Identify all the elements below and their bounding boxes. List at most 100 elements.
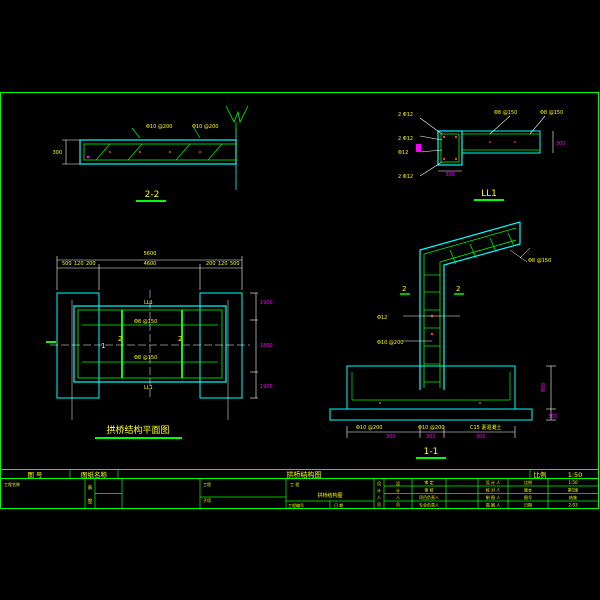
beam-section-outline bbox=[437, 130, 463, 166]
meta-column-c: 比例 版本 图号 日期 bbox=[524, 479, 532, 508]
rebar-label-left: Φ10 @200 bbox=[146, 124, 172, 130]
section-mark: 1 bbox=[101, 342, 105, 350]
subitem-field: 子项 bbox=[203, 497, 211, 503]
scale-value: 1:50 bbox=[568, 471, 583, 479]
project-field: 工 程 bbox=[290, 481, 299, 487]
section-title: LL1 bbox=[481, 189, 497, 199]
rebar-label: 2 Φ12 bbox=[398, 136, 413, 142]
meta-value: 1:50 bbox=[569, 480, 578, 485]
section-mark: 2 bbox=[456, 285, 460, 293]
meta-column-d: 1:50 第1版 结施 2-03 bbox=[568, 480, 579, 508]
rebar-label: 2 Φ12 bbox=[398, 174, 413, 180]
project-field: 工程 bbox=[203, 481, 211, 487]
side-mark: 人 bbox=[377, 495, 381, 500]
dim-label: 500 bbox=[62, 261, 72, 267]
dim-label: 300 bbox=[476, 434, 486, 440]
dim-label: 300 bbox=[426, 434, 436, 440]
dim-label: 5600 bbox=[144, 251, 157, 257]
side-mark: 计 bbox=[396, 487, 400, 493]
approval-label: 专业负责人 bbox=[419, 502, 439, 508]
section-mark: 2 bbox=[118, 335, 122, 343]
drawing-frame bbox=[0, 92, 599, 509]
pier-right bbox=[199, 292, 243, 399]
dim-label: 1900 bbox=[260, 384, 273, 390]
rebar-label: Φ10 @200 bbox=[377, 340, 403, 346]
rebar-label: Φ12 bbox=[377, 315, 387, 321]
drawing-title: 拱桥结构图 bbox=[287, 470, 322, 479]
countersign-label: 会 bbox=[87, 484, 92, 491]
dim-label: 120 bbox=[74, 261, 84, 267]
date-field: 日 期 bbox=[334, 502, 343, 508]
side-mark: 计 bbox=[377, 487, 381, 493]
rebar-label-right: Φ10 @200 bbox=[192, 124, 218, 130]
rebar-label: Φ12 bbox=[398, 150, 408, 156]
side-mark: 设 bbox=[396, 480, 400, 486]
dim-label: 120 bbox=[218, 261, 228, 267]
meta-label: 比例 bbox=[524, 479, 532, 485]
plan-title: 拱桥结构平面图 bbox=[106, 424, 169, 436]
beam-rebar-cage bbox=[83, 143, 237, 161]
beam-label: LL1 bbox=[144, 300, 153, 306]
wall-outline bbox=[419, 221, 521, 390]
scale-label: 比例 bbox=[534, 470, 547, 479]
countersign-label: 签 bbox=[87, 498, 92, 505]
dim-label: 200 bbox=[206, 261, 216, 267]
dim-label: 4600 bbox=[144, 261, 157, 267]
side-mark: 员 bbox=[377, 501, 381, 507]
drawing-name-field: 拱桥结构图 bbox=[317, 492, 342, 499]
approval-label: 审 定 bbox=[424, 479, 433, 485]
dim-label: 1900 bbox=[260, 300, 273, 306]
section-title: 1-1 bbox=[424, 447, 439, 457]
dim-label: 800 bbox=[541, 382, 547, 392]
rebar-label: Φ8 @150 bbox=[528, 258, 551, 264]
meta-label: 版本 bbox=[524, 487, 532, 493]
dim-label: 300 bbox=[386, 434, 396, 440]
approval-column-a: 审 定 审 核 项目负责人 专业负责人 bbox=[419, 479, 439, 508]
dim-label: 300 bbox=[556, 141, 566, 147]
side-mark: 设 bbox=[377, 480, 381, 486]
rebar-label: Φ8 @150 bbox=[134, 355, 157, 361]
rebar-label: Φ10 @200 bbox=[418, 425, 444, 431]
plan-view: 5600 4600 500 120 200 200 120 500 LL1 LL… bbox=[46, 251, 273, 439]
dim-label: 300 bbox=[445, 172, 455, 178]
dim-label: 500 bbox=[230, 261, 240, 267]
slab-outline bbox=[461, 130, 541, 154]
title-block: 图 号 图纸名称 拱桥结构图 比例 1:50 工程名称 会 签 工程 子项 工 … bbox=[0, 469, 599, 509]
rebar-label: Φ8 @150 bbox=[134, 319, 157, 325]
dim-label: 1800 bbox=[260, 343, 273, 349]
section-mark: 2 bbox=[402, 285, 406, 293]
approval-column-b: 设 计 人 校 对 人 制 图 人 描 图 人 bbox=[486, 479, 501, 508]
section-ll1: 2 Φ12 2 Φ12 Φ12 2 Φ12 Φ8 @150 Φ8 @150 30… bbox=[398, 110, 566, 201]
side-mark: 人 bbox=[396, 495, 400, 500]
project-label: 工程名称 bbox=[4, 481, 20, 487]
rebar-dots bbox=[86, 151, 201, 159]
dim-label: 300 bbox=[548, 414, 558, 420]
rebar-label: C15 素混凝土 bbox=[470, 424, 501, 431]
approval-label: 设 计 人 bbox=[486, 479, 501, 485]
approval-label: 校 对 人 bbox=[486, 487, 501, 493]
beam-label: LL1 bbox=[144, 385, 153, 391]
break-mark bbox=[225, 105, 249, 124]
rebar-hatch bbox=[95, 127, 223, 161]
rebar-label: Φ8 @150 bbox=[494, 110, 517, 116]
section-1-1: 2 2 Φ8 @150 Φ12 Φ10 @200 Φ10 @200 Φ10 @2… bbox=[329, 221, 558, 459]
rebar-label: Φ8 @150 bbox=[540, 110, 563, 116]
approval-label: 描 图 人 bbox=[486, 502, 501, 508]
approval-label: 制 图 人 bbox=[486, 494, 501, 500]
project-no-field: 工程编号 bbox=[288, 502, 304, 508]
footing bbox=[346, 365, 516, 410]
pier-left bbox=[56, 292, 100, 399]
meta-value: 2-03 bbox=[568, 503, 578, 508]
section-mark: 2 bbox=[178, 335, 182, 343]
meta-label: 图号 bbox=[524, 494, 532, 500]
meta-value: 结施 bbox=[569, 494, 577, 500]
rebar-label: Φ10 @200 bbox=[356, 425, 382, 431]
meta-label: 日期 bbox=[524, 502, 532, 508]
drawing-no-label: 图 号 bbox=[27, 471, 43, 479]
section-2-2: 300 Φ10 @200 Φ10 @200 2-2 bbox=[52, 105, 249, 202]
approval-label: 审 核 bbox=[424, 487, 433, 493]
dim-left: 300 bbox=[52, 150, 62, 156]
foundation-slab bbox=[329, 408, 533, 421]
rebar-label: 2 Φ12 bbox=[398, 112, 413, 118]
